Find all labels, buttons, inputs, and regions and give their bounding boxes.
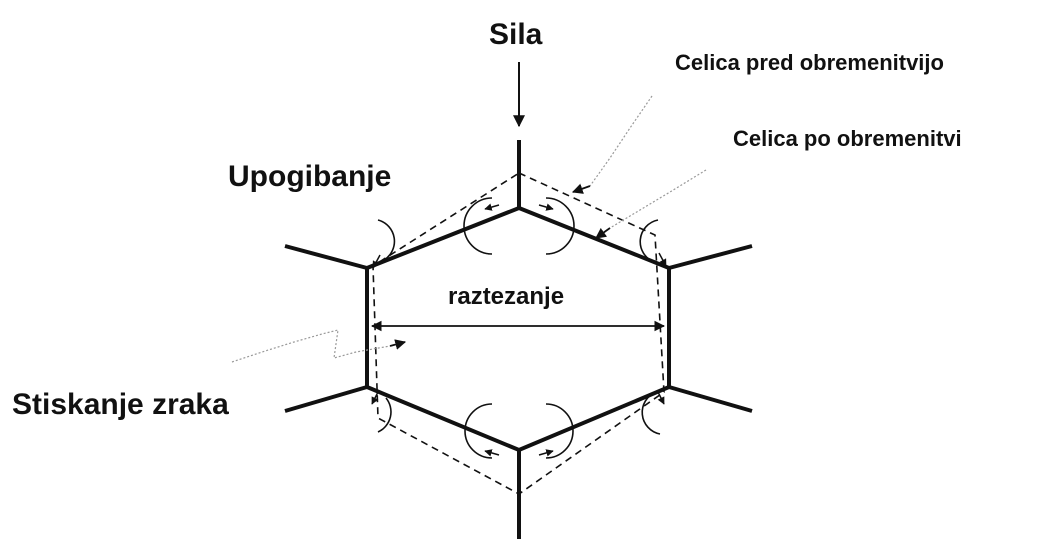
cell-after-load-outline — [365, 205, 671, 453]
leader-lines — [231, 95, 707, 363]
label-air-compression: Stiskanje zraka — [12, 388, 229, 421]
label-bending: Upogibanje — [228, 160, 391, 193]
cell-before-load-outline — [372, 172, 665, 495]
leader-cell-before — [589, 95, 653, 187]
rotation-arrows — [371, 203, 667, 457]
label-cell-before-load: Celica pred obremenitvijo — [675, 50, 944, 75]
cell-walls — [284, 140, 753, 539]
label-force: Sila — [489, 18, 543, 51]
bending-arcs — [377, 197, 661, 459]
leader-cell-after — [609, 169, 707, 229]
label-cell-after-load: Celica po obremenitvi — [733, 126, 962, 151]
leader-air — [231, 329, 391, 363]
label-stretching: raztezanje — [448, 283, 564, 310]
